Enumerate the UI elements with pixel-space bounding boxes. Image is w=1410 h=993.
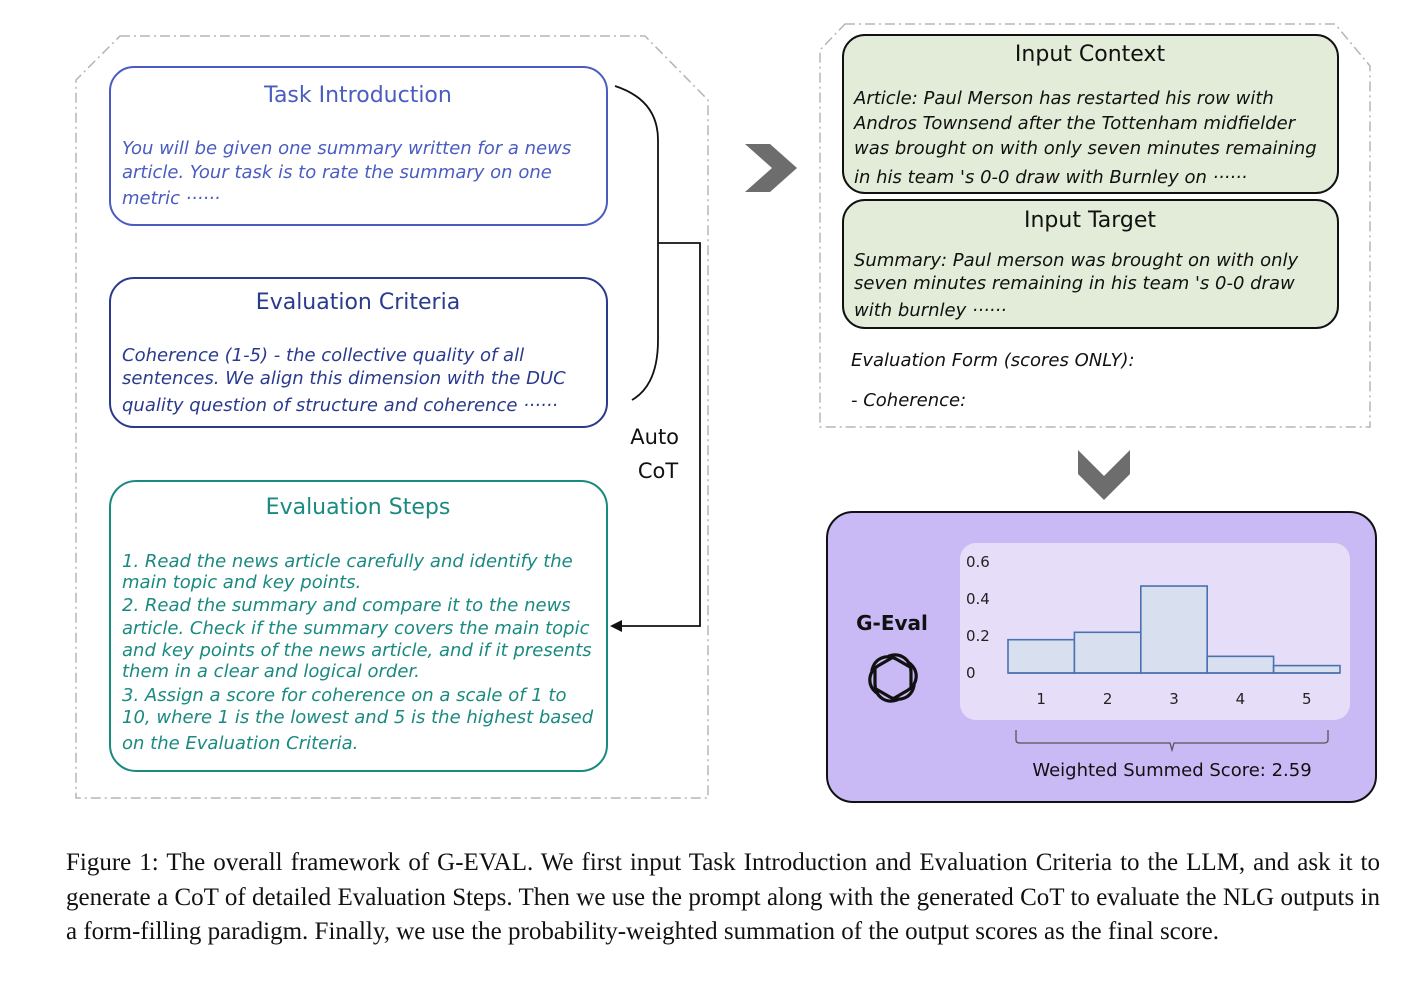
evaluation-steps-box: Evaluation Steps 1. Read the news articl… bbox=[109, 480, 608, 772]
evaluation-form-text: Evaluation Form (scores ONLY): - Coheren… bbox=[851, 350, 1140, 411]
chevron-right-icon bbox=[745, 144, 797, 192]
histogram-bar-5 bbox=[1272, 664, 1341, 674]
evaluation-steps-title: Evaluation Steps bbox=[266, 495, 451, 520]
geval-label: G-Eval bbox=[856, 611, 928, 635]
x-tick-label: 4 bbox=[1236, 690, 1246, 708]
grouping-bracket bbox=[614, 85, 659, 401]
sum-bracket bbox=[1015, 730, 1329, 753]
evaluation-steps-text: 1. Read the news article carefully and i… bbox=[122, 551, 599, 754]
figure-caption: Figure 1: The overall framework of G-EVA… bbox=[66, 849, 1380, 945]
task-introduction-box: Task Introduction You will be given one … bbox=[109, 66, 608, 226]
histogram-bar-3 bbox=[1140, 585, 1209, 674]
geval-output-box: G-Eval 0 0.2 0.4 0.6 1 2 3 4 5 Weighted Summed S… bbox=[826, 511, 1377, 803]
histogram-bar-1 bbox=[1007, 638, 1076, 674]
input-context-title: Input Context bbox=[1015, 42, 1166, 67]
evaluation-criteria-text: Coherence (1-5) - the collective quality… bbox=[122, 345, 571, 416]
histogram-bar-2 bbox=[1073, 631, 1142, 674]
y-tick-label: 0 bbox=[966, 664, 976, 682]
x-tick-label: 5 bbox=[1302, 690, 1312, 708]
framework-diagram: Task Introduction You will be given one … bbox=[75, 23, 1377, 803]
task-introduction-text: You will be given one summary written fo… bbox=[122, 138, 577, 209]
y-tick-label: 0.2 bbox=[966, 627, 990, 645]
y-tick-label: 0.4 bbox=[966, 590, 990, 608]
chevron-down-icon bbox=[1078, 450, 1130, 500]
input-target-title: Input Target bbox=[1024, 208, 1156, 233]
y-tick-label: 0.6 bbox=[966, 553, 990, 571]
score-distribution-chart: 0 0.2 0.4 0.6 1 2 3 4 5 bbox=[966, 553, 1341, 708]
input-context-text: Article: Paul Merson has restarted his r… bbox=[853, 88, 1322, 188]
histogram-bar-4 bbox=[1206, 655, 1275, 674]
evaluation-criteria-title: Evaluation Criteria bbox=[256, 290, 460, 315]
weighted-score-label: Weighted Summed Score: 2.59 bbox=[1032, 760, 1311, 781]
x-tick-label: 1 bbox=[1036, 690, 1046, 708]
auto-cot-label: Auto CoT bbox=[630, 425, 685, 483]
x-tick-label: 2 bbox=[1103, 690, 1113, 708]
input-context-box: Input Context Article: Paul Merson has r… bbox=[842, 34, 1339, 194]
task-introduction-title: Task Introduction bbox=[263, 83, 452, 108]
auto-cot-connector bbox=[610, 242, 701, 632]
input-target-text: Summary: Paul merson was brought on with… bbox=[854, 250, 1304, 321]
right-panel-frame bbox=[819, 23, 1371, 428]
evaluation-criteria-box: Evaluation Criteria Coherence (1-5) - th… bbox=[109, 277, 608, 428]
left-panel-frame bbox=[75, 35, 709, 799]
input-target-box: Input Target Summary: Paul merson was br… bbox=[842, 199, 1339, 329]
openai-logo-icon bbox=[868, 653, 918, 703]
x-tick-label: 3 bbox=[1169, 690, 1179, 708]
